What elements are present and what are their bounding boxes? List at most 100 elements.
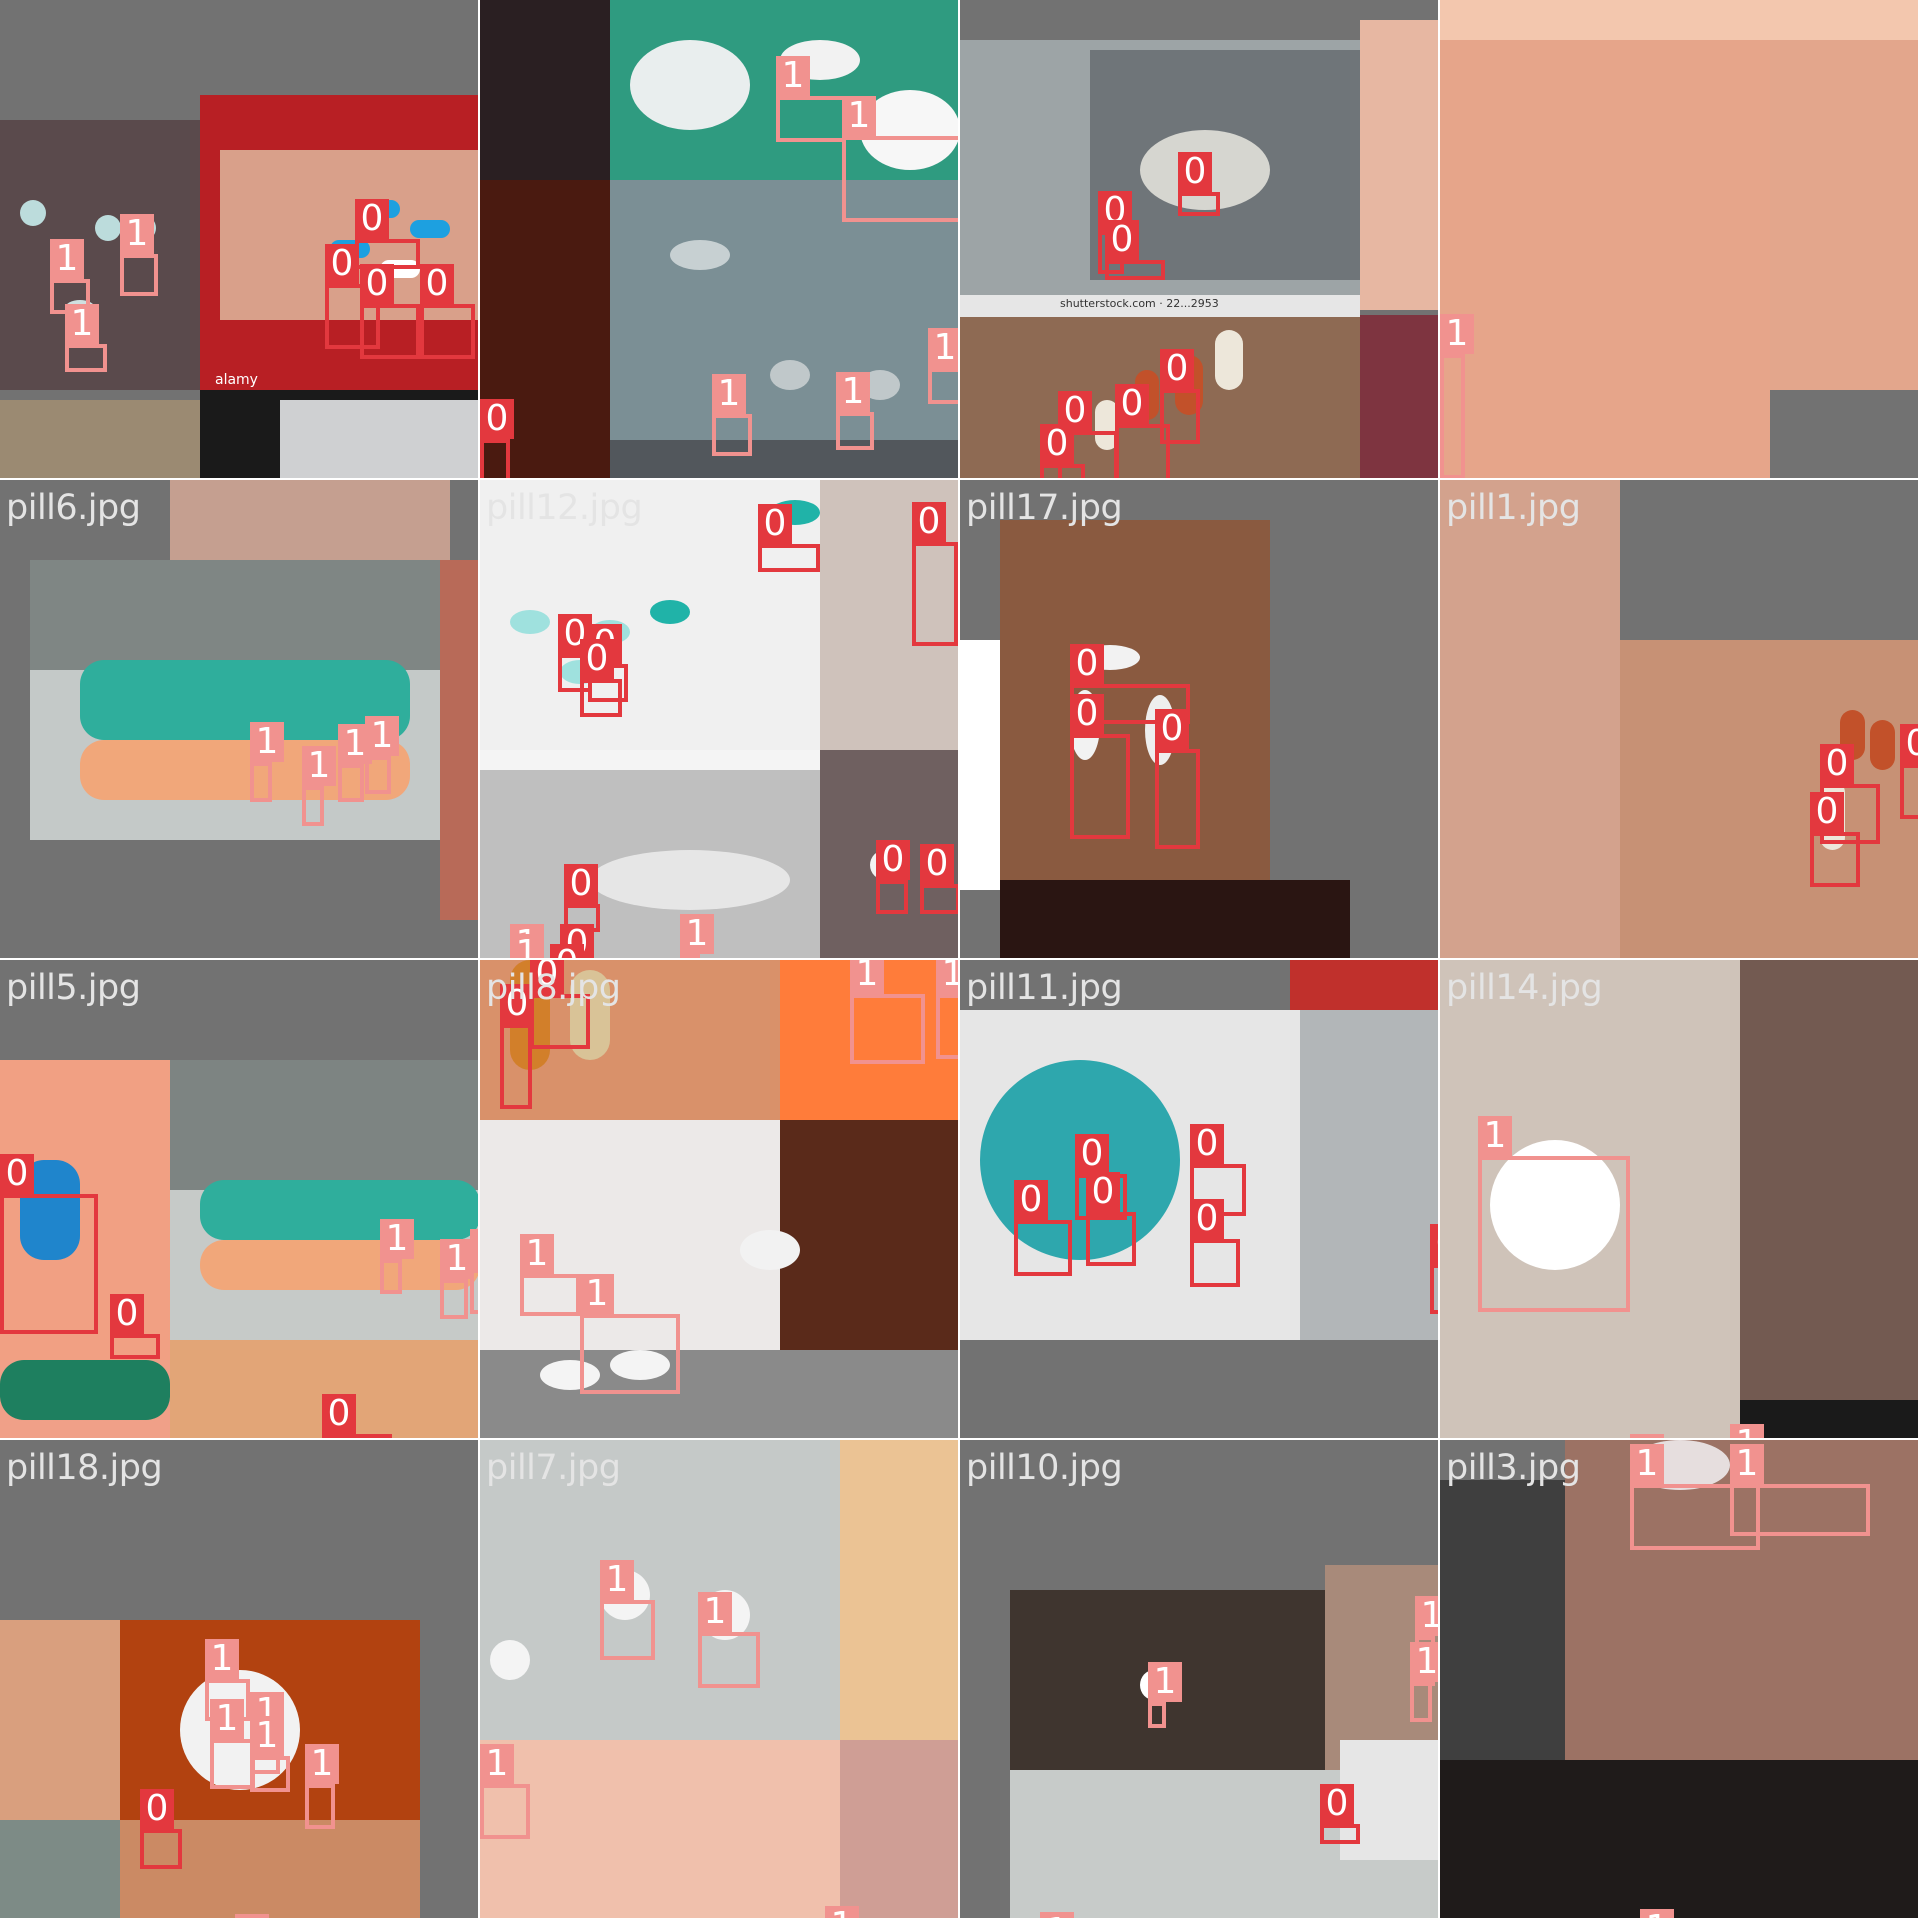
- class-label: 0: [920, 844, 954, 884]
- class-label: 1: [1410, 1642, 1438, 1682]
- pill-shape: [740, 1230, 800, 1270]
- detection-box: 0: [1810, 792, 1860, 887]
- class-label: 1: [250, 1716, 284, 1756]
- photo-patch: [960, 0, 1438, 40]
- mosaic-tile: 1111pill7.jpg: [480, 1440, 960, 1920]
- tile-filename: pill1.jpg: [1446, 488, 1581, 528]
- detection-box: 0: [1178, 152, 1220, 216]
- photo-patch: [1565, 1440, 1918, 1760]
- pill-shape: [770, 360, 810, 390]
- class-label: 1: [776, 56, 810, 96]
- detection-box: 0: [1900, 724, 1918, 819]
- pill-shape: [20, 200, 46, 226]
- photo-patch: [1440, 0, 1918, 40]
- detection-box: 0: [360, 264, 420, 359]
- photo-patch: [0, 400, 200, 478]
- class-label: 1: [680, 914, 714, 954]
- class-label: 1: [205, 1639, 239, 1679]
- class-label: 0: [500, 984, 534, 1024]
- detection-box: 1: [470, 1229, 478, 1314]
- tile-filename: pill5.jpg: [6, 968, 141, 1008]
- detection-box: 1: [1415, 1596, 1438, 1686]
- detection-box: 1: [936, 960, 958, 1059]
- detection-box: 0: [1075, 1134, 1127, 1220]
- detection-box: 1: [1730, 1444, 1870, 1536]
- detection-box: 0: [0, 1154, 98, 1334]
- detection-box: 0: [1160, 349, 1200, 444]
- mosaic-tile: 1: [1440, 0, 1920, 480]
- capsule-shape: [1870, 720, 1895, 770]
- class-label: 1: [1040, 1912, 1074, 1918]
- capsule-shape: [200, 1240, 478, 1290]
- class-label: 1: [1730, 1424, 1764, 1438]
- class-label: 0: [1820, 744, 1854, 784]
- detection-box: 1: [65, 304, 107, 372]
- class-label: 1: [1630, 1434, 1664, 1438]
- class-label: 1: [210, 1699, 244, 1739]
- class-label: 1: [1148, 1662, 1182, 1702]
- tile-filename: pill12.jpg: [486, 488, 643, 528]
- class-label: 1: [936, 960, 958, 994]
- class-label: 1: [842, 96, 876, 136]
- detection-box: 0: [110, 1294, 160, 1359]
- class-label: 0: [1320, 1784, 1354, 1824]
- detection-box: 0: [322, 1394, 392, 1438]
- detection-box: 1: [50, 239, 90, 314]
- detection-box: 1: [680, 914, 714, 958]
- mosaic-tile: 11101pill10.jpg: [960, 1440, 1440, 1920]
- detection-box: 0: [325, 244, 380, 349]
- photo-patch: [0, 1620, 120, 1820]
- photo-patch: [780, 1120, 958, 1350]
- detection-box: 1: [250, 1716, 290, 1792]
- photo-patch: [0, 1820, 120, 1918]
- detection-box: 0: [1430, 1224, 1438, 1314]
- detection-box: 1: [250, 722, 284, 802]
- watermark-shutterstock: shutterstock.com · 22...2953: [1060, 297, 1219, 310]
- detection-box: 0: [876, 840, 910, 914]
- detection-box: 1: [440, 1239, 474, 1319]
- detection-box: 1: [928, 328, 958, 404]
- tile-filename: pill8.jpg: [486, 968, 621, 1008]
- photo-patch: [840, 1740, 958, 1918]
- photo-patch: [280, 400, 478, 478]
- detection-box: 0: [1115, 384, 1170, 478]
- tile-filename: pill7.jpg: [486, 1448, 621, 1488]
- class-label: 0: [1900, 724, 1918, 764]
- class-label: 1: [302, 746, 336, 786]
- detection-box: 1: [338, 724, 372, 802]
- photo-patch: [1360, 20, 1438, 310]
- class-label: 1: [698, 1592, 732, 1632]
- detection-box: 1: [120, 214, 158, 296]
- mosaic-tile: 111pill14.jpg: [1440, 960, 1920, 1440]
- detection-box: 0: [920, 844, 958, 914]
- photo-patch: [480, 750, 820, 770]
- tile-filename: pill14.jpg: [1446, 968, 1603, 1008]
- photo-patch: [480, 0, 610, 180]
- photo-patch: [1770, 0, 1918, 390]
- photo-patch: [120, 1820, 420, 1918]
- class-label: 1: [520, 1234, 554, 1274]
- class-label: 0: [1430, 1224, 1438, 1264]
- class-label: 0: [530, 960, 564, 994]
- pill-shape: [630, 40, 750, 130]
- detection-box: 1: [302, 746, 336, 826]
- class-label: 1: [510, 934, 544, 958]
- photo-patch: [1360, 315, 1438, 478]
- photo-patch: [1000, 880, 1350, 958]
- detection-box: 1: [600, 1560, 655, 1660]
- class-label: 1: [712, 374, 746, 414]
- photo-patch: [1440, 1760, 1918, 1918]
- detection-box: 0: [480, 399, 514, 478]
- detection-box: 1: [1440, 314, 1474, 478]
- photo-patch: [1440, 480, 1620, 958]
- tile-filename: pill6.jpg: [6, 488, 141, 528]
- class-label: 1: [825, 1906, 859, 1918]
- class-label: 1: [1440, 314, 1474, 354]
- class-label: 0: [355, 199, 389, 239]
- detection-box: 0: [1155, 709, 1200, 849]
- class-label: 1: [600, 1560, 634, 1600]
